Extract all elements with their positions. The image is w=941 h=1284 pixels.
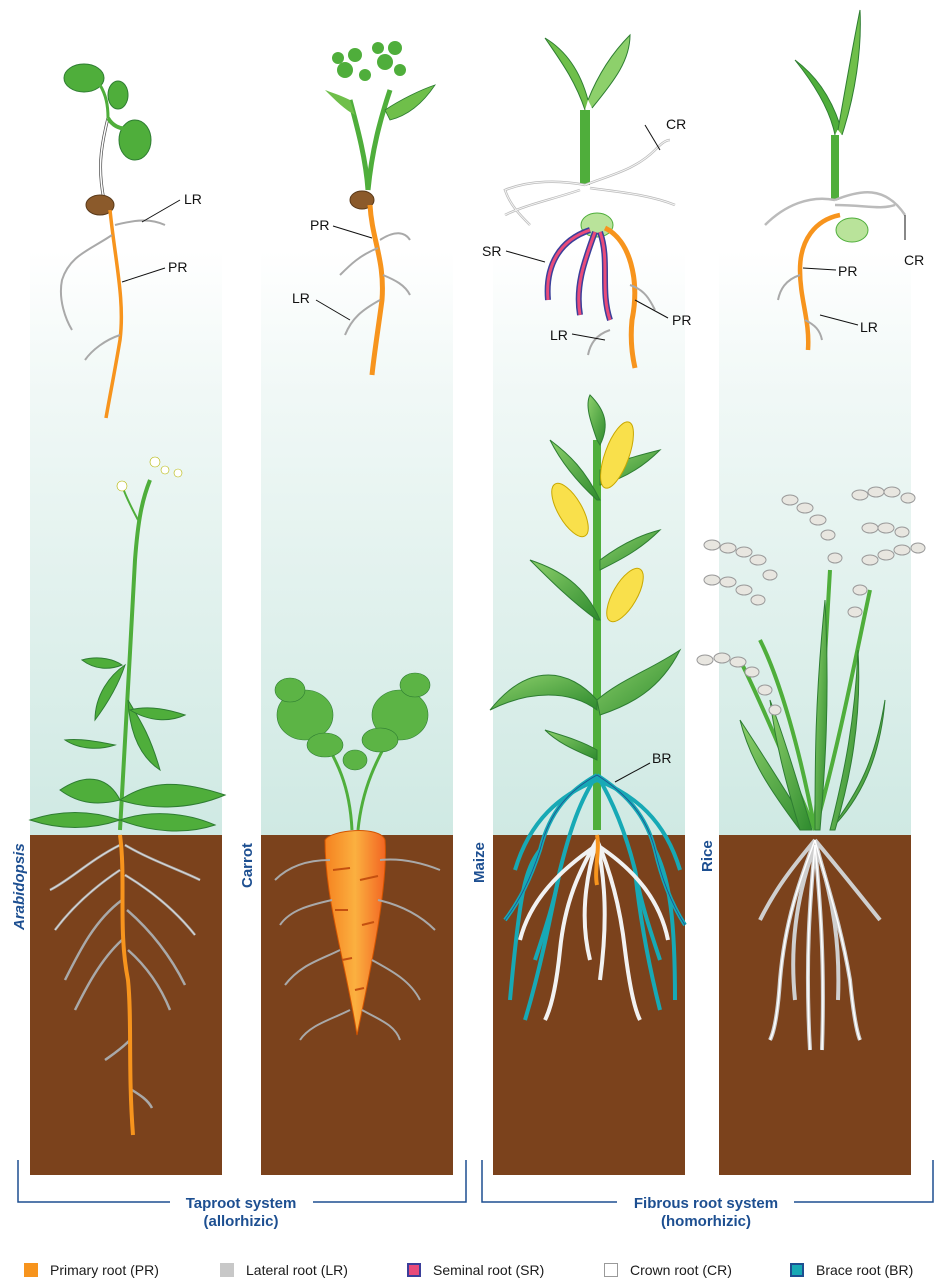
plant-name-carrot: Carrot: [239, 843, 256, 888]
column-maize: [493, 250, 685, 1175]
primary-root-swatch: [24, 1263, 38, 1277]
fibrous-system-title: Fibrous root system: [634, 1195, 778, 1212]
label-pr-arabidopsis: PR: [168, 259, 187, 275]
seminal-root-swatch: [407, 1263, 421, 1277]
label-lr-maize: LR: [550, 327, 568, 343]
plant-name-maize: Maize: [471, 842, 488, 883]
label-lr-arabidopsis: LR: [184, 191, 202, 207]
legend-item-lateral-root: Lateral root (LR): [220, 1262, 348, 1278]
taproot-system-title: Taproot system: [186, 1195, 297, 1212]
label-lr-carrot: LR: [292, 290, 310, 306]
label-br-maize: BR: [652, 750, 671, 766]
soil-maize: [493, 835, 685, 1175]
label-sr-maize: SR: [482, 243, 501, 259]
label-pr-maize: PR: [672, 312, 691, 328]
legend-item-primary-root: Primary root (PR): [24, 1262, 159, 1278]
legend-label: Brace root (BR): [816, 1262, 913, 1278]
legend-label: Lateral root (LR): [246, 1262, 348, 1278]
crown-root-swatch: [604, 1263, 618, 1277]
taproot-system-subtitle: (allorhizic): [203, 1213, 278, 1230]
lateral-root-swatch: [220, 1263, 234, 1277]
plant-name-rice: Rice: [699, 840, 716, 872]
column-rice: [719, 250, 911, 1175]
label-pr-carrot: PR: [310, 217, 329, 233]
legend-label: Crown root (CR): [630, 1262, 732, 1278]
label-cr-maize: CR: [666, 116, 686, 132]
legend: Primary root (PR) Lateral root (LR) Semi…: [0, 1262, 941, 1282]
legend-item-brace-root: Brace root (BR): [790, 1262, 913, 1278]
brace-root-swatch: [790, 1263, 804, 1277]
fibrous-system-subtitle: (homorhizic): [661, 1213, 751, 1230]
legend-label: Seminal root (SR): [433, 1262, 544, 1278]
plant-name-arabidopsis: Arabidopsis: [11, 843, 28, 931]
legend-item-crown-root: Crown root (CR): [604, 1262, 732, 1278]
legend-item-seminal-root: Seminal root (SR): [407, 1262, 544, 1278]
soil-rice: [719, 835, 911, 1175]
label-lr-rice: LR: [860, 319, 878, 335]
legend-label: Primary root (PR): [50, 1262, 159, 1278]
label-cr-rice: CR: [904, 252, 924, 268]
label-pr-rice: PR: [838, 263, 857, 279]
